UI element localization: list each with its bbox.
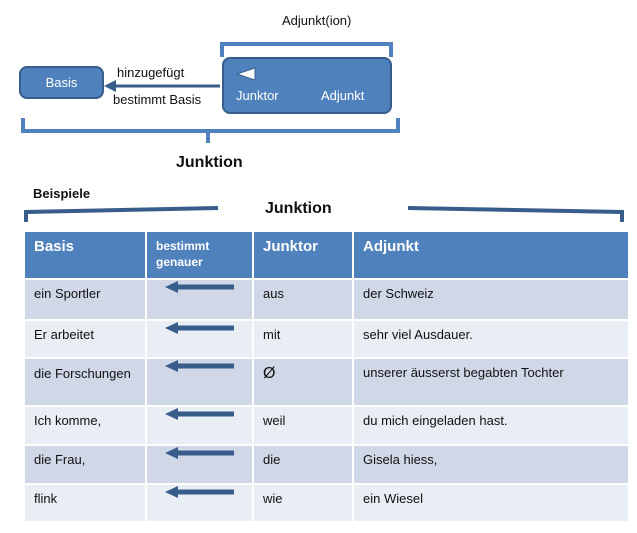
beispiele-label: Beispiele — [33, 186, 91, 201]
adjunktion-bracket — [220, 42, 393, 57]
cell-adjunkt: ein Wiesel — [352, 483, 630, 523]
cell-adjunkt: Gisela hiess, — [352, 444, 630, 485]
junktor-triangle-icon — [236, 67, 256, 81]
left-arrow-icon — [147, 321, 252, 335]
bestimmt-basis-label: bestimmt Basis — [113, 92, 202, 107]
connector-arrowhead — [104, 80, 116, 92]
cell-basis: die Forschungen — [23, 357, 147, 407]
junktion-label: Junktion — [176, 154, 243, 171]
left-arrow-icon — [147, 407, 252, 421]
left-arrow-icon — [147, 446, 252, 460]
cell-arrow — [145, 278, 254, 321]
cell-junktor: aus — [252, 278, 354, 321]
cell-junktor: Ø — [252, 357, 354, 407]
cell-junktor: die — [252, 444, 354, 485]
adjunktion-label: Adjunkt(ion) — [282, 13, 352, 28]
header-junktor: Junktor — [252, 230, 354, 280]
left-arrow-icon — [147, 280, 252, 294]
cell-arrow — [145, 357, 254, 407]
table-header-row: Basis bestimmt genauer Junktor Adjunkt — [23, 230, 630, 280]
junktion-examples-table: Basis bestimmt genauer Junktor Adjunkt e… — [23, 230, 630, 523]
cell-adjunkt: sehr viel Ausdauer. — [352, 319, 630, 359]
header-basis: Basis — [23, 230, 147, 280]
examples-bracket — [24, 206, 624, 222]
cell-adjunkt: unserer äusserst begabten Tochter — [352, 357, 630, 407]
table-row: ein Sportler aus der Schweiz — [23, 278, 630, 321]
table-row: flink wie ein Wiesel — [23, 483, 630, 523]
cell-adjunkt: der Schweiz — [352, 278, 630, 321]
basis-box: Basis — [19, 66, 104, 99]
diagram-lines — [21, 42, 400, 143]
examples-junktion-title: Junktion — [265, 200, 332, 217]
cell-junktor: wie — [252, 483, 354, 523]
left-arrow-icon — [147, 485, 252, 499]
cell-arrow — [145, 444, 254, 485]
cell-junktor: weil — [252, 405, 354, 446]
cell-basis: ein Sportler — [23, 278, 147, 321]
table-row: die Forschungen Ø unserer äusserst begab… — [23, 357, 630, 407]
adjunkt-label: Adjunkt — [321, 88, 365, 103]
cell-arrow — [145, 405, 254, 446]
header-adjunkt: Adjunkt — [352, 230, 630, 280]
left-arrow-icon — [147, 359, 252, 373]
cell-junktor: mit — [252, 319, 354, 359]
junktor-adjunkt-box: Junktor Adjunkt — [222, 57, 392, 114]
table-row: Ich komme, weil du mich eingeladen hast. — [23, 405, 630, 446]
cell-basis: Ich komme, — [23, 405, 147, 446]
basis-box-label: Basis — [45, 75, 78, 90]
cell-adjunkt: du mich eingeladen hast. — [352, 405, 630, 446]
hinzugefuegt-label: hinzugefügt — [117, 65, 185, 80]
junktion-bracket — [21, 118, 400, 143]
cell-basis: flink — [23, 483, 147, 523]
cell-basis: Er arbeitet — [23, 319, 147, 359]
table-row: Er arbeitet mit sehr viel Ausdauer. — [23, 319, 630, 359]
cell-arrow — [145, 483, 254, 523]
header-bestimmt-genauer: bestimmt genauer — [145, 230, 254, 280]
junktor-label: Junktor — [236, 88, 279, 103]
cell-arrow — [145, 319, 254, 359]
cell-basis: die Frau, — [23, 444, 147, 485]
table-row: die Frau, die Gisela hiess, — [23, 444, 630, 485]
